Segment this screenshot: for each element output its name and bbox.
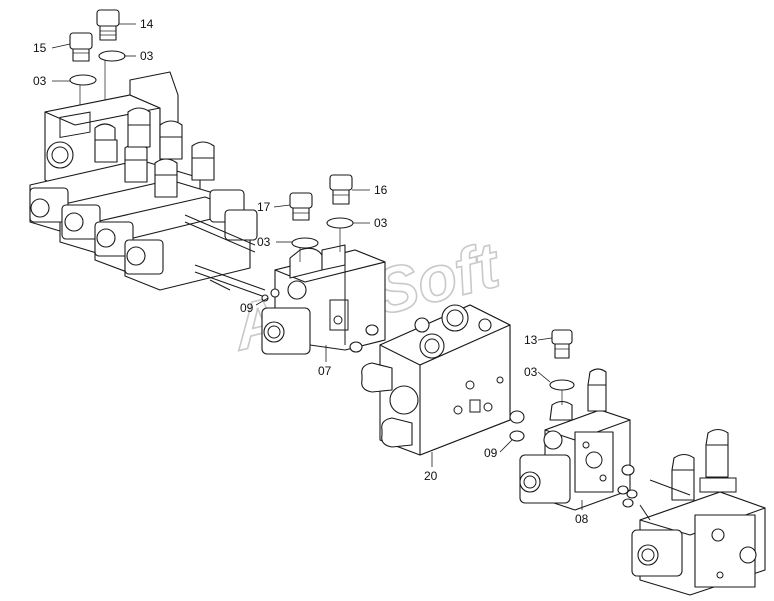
callout-15: 15	[33, 41, 47, 55]
callout-07: 07	[318, 364, 332, 378]
fitting-15	[69, 32, 93, 62]
callout-14: 14	[140, 17, 154, 31]
callout-16: 16	[374, 183, 388, 197]
callout-09-a: 09	[240, 301, 254, 315]
cartridge-caps-top-left	[94, 107, 215, 198]
callout-03-b: 03	[33, 74, 47, 88]
callout-08: 08	[575, 512, 589, 526]
fitting-17	[289, 192, 313, 221]
oring-03-top-right	[98, 50, 126, 62]
fitting-16	[329, 174, 353, 205]
solenoid-coils-top-left	[29, 187, 258, 275]
callout-leaders	[51, 23, 583, 510]
valve-section-bottom-right	[631, 428, 766, 596]
callout-03-e: 03	[524, 365, 538, 379]
manifold-block-20	[361, 304, 525, 456]
fitting-14	[96, 9, 120, 41]
valve-section-07	[261, 174, 386, 355]
callout-03-a: 03	[140, 49, 154, 63]
oring-03-mid-right	[326, 217, 354, 229]
callout-13: 13	[524, 333, 538, 347]
callout-20: 20	[424, 469, 438, 483]
plug-09-left	[270, 288, 280, 298]
callout-labels: 14 15 03 03 16 17 03 03 09 07 13 03 20 0…	[33, 17, 589, 526]
valve-section-08	[519, 329, 638, 511]
oring-03-top-left	[69, 74, 97, 86]
callout-09-b: 09	[484, 446, 498, 460]
fitting-13	[551, 329, 573, 359]
callout-17: 17	[257, 200, 271, 214]
oring-03-mid-left	[291, 237, 319, 249]
callout-03-c: 03	[374, 216, 388, 230]
callout-03-d: 03	[257, 235, 271, 249]
oring-03-right	[549, 379, 575, 391]
valve-bank-top-left	[29, 9, 266, 298]
